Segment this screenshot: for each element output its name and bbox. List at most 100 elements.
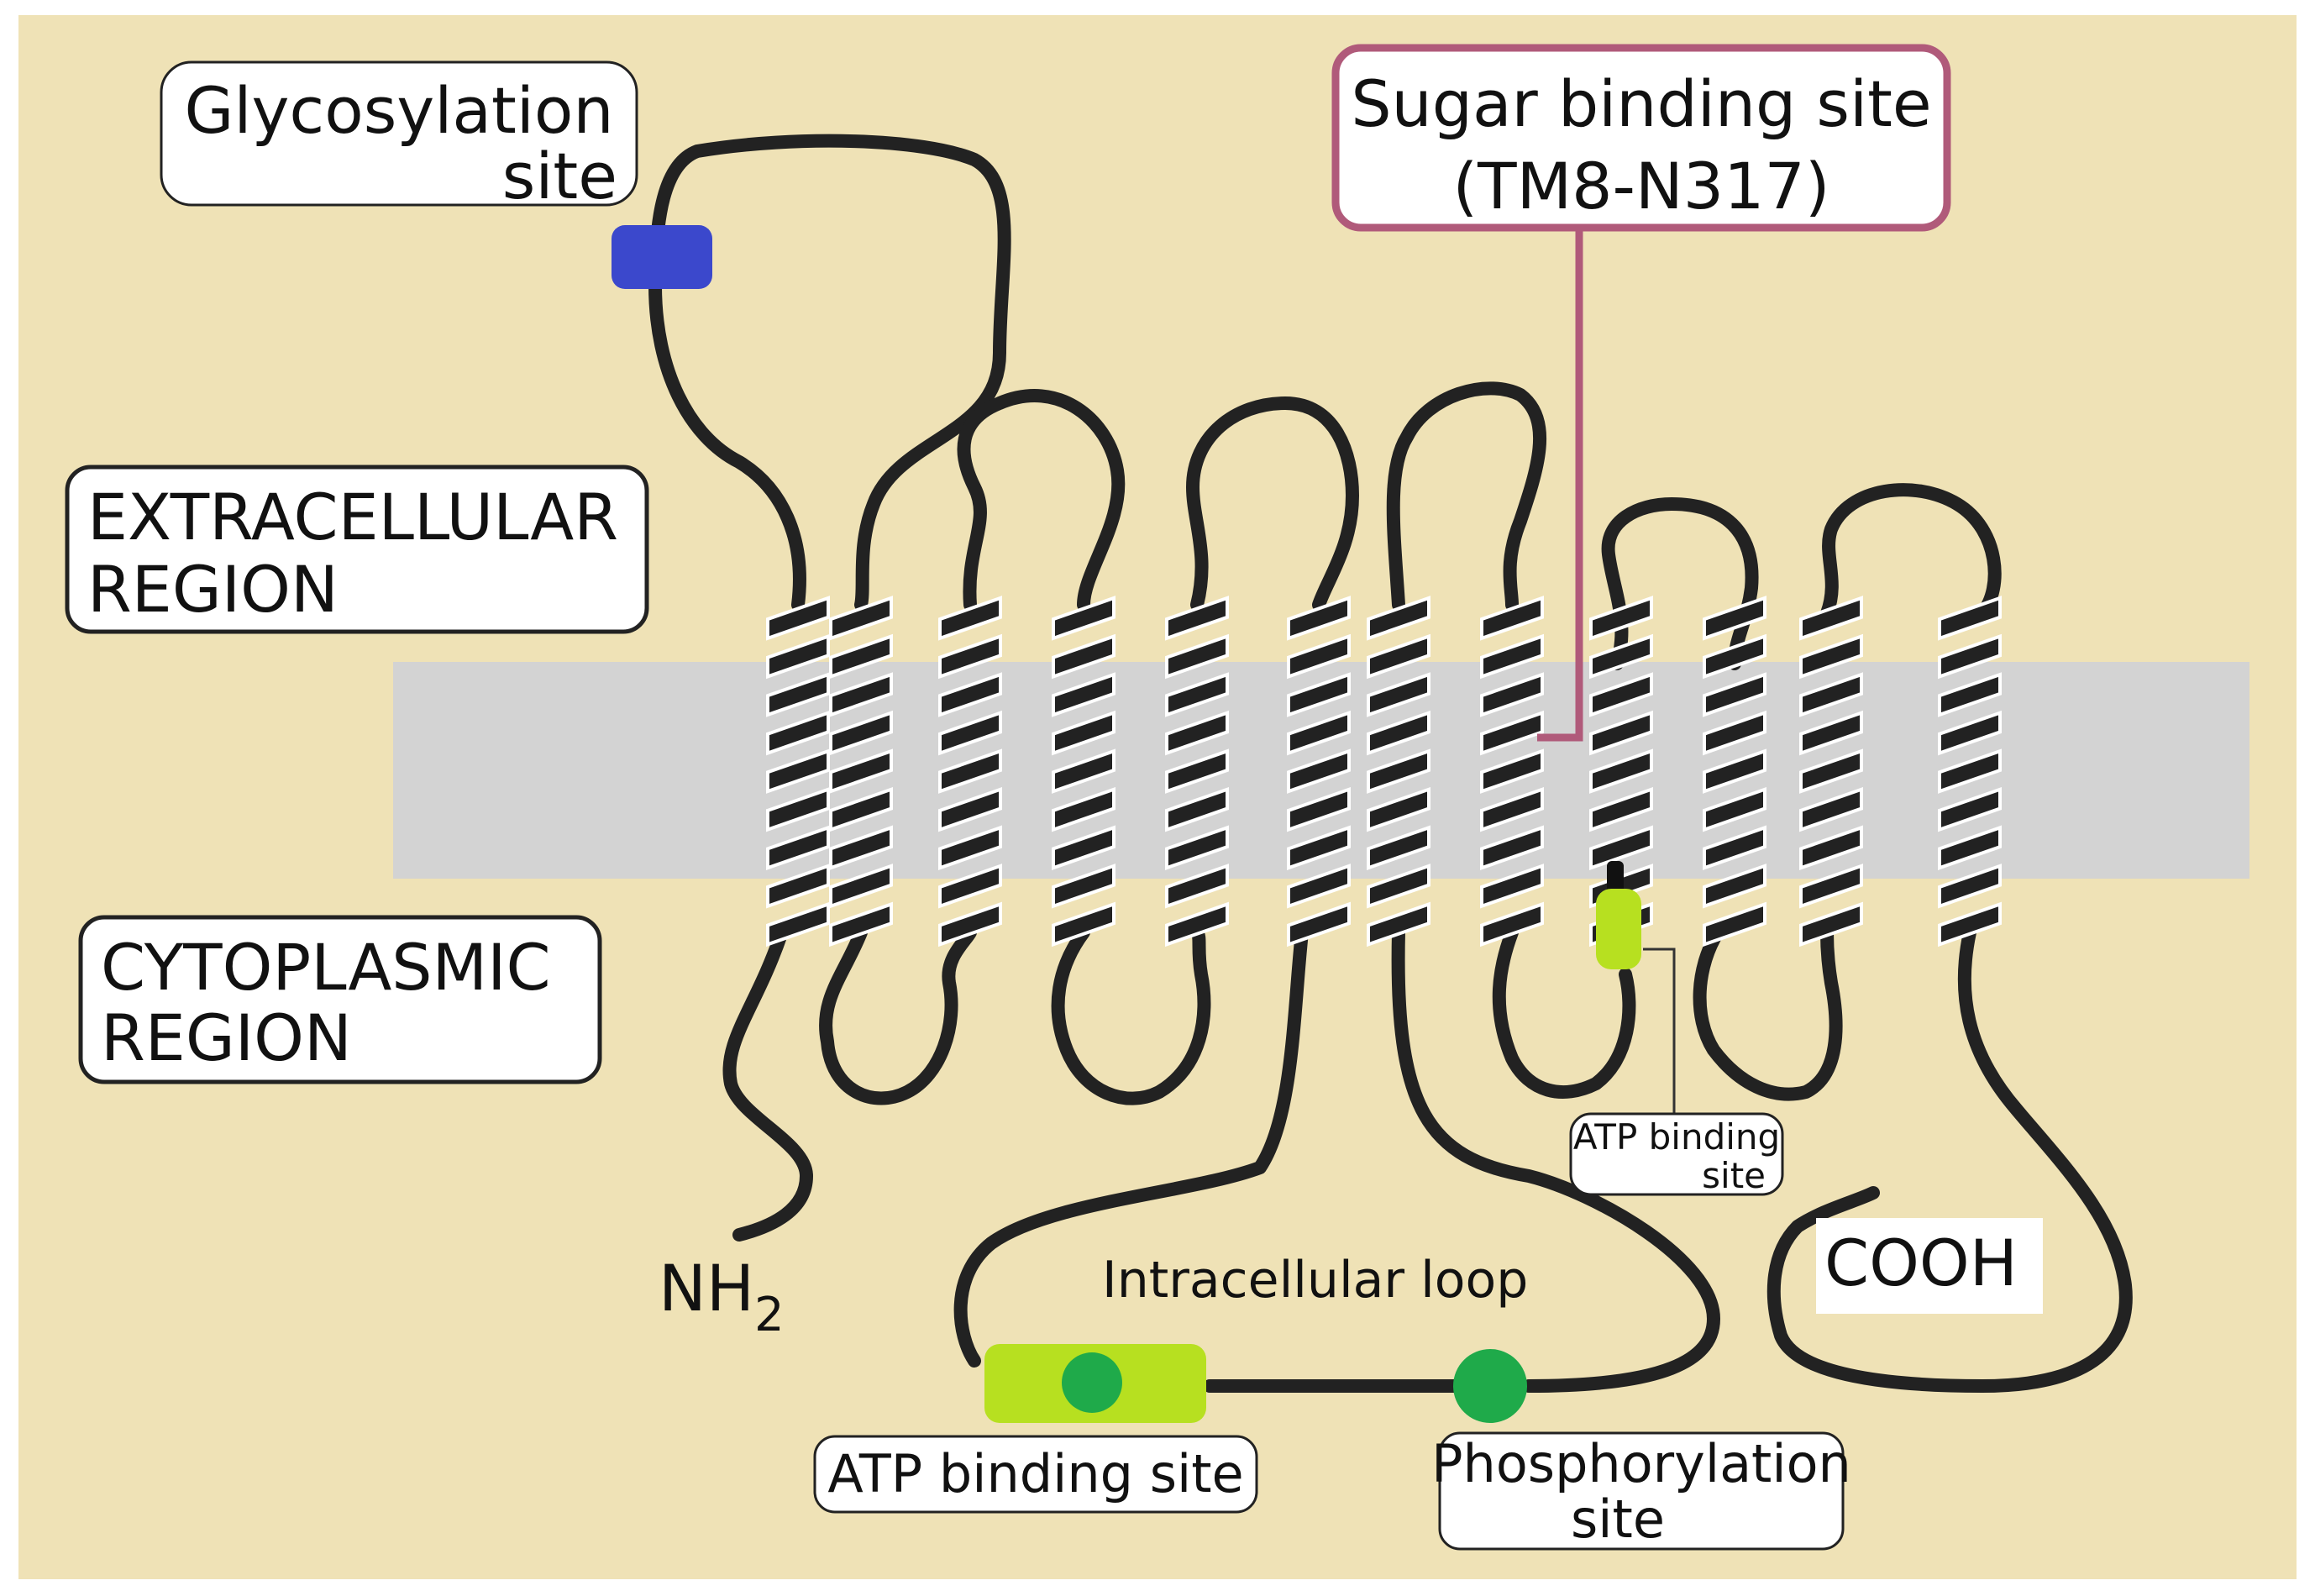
loop-tm2-tm3 [819,926,977,1105]
helix-turn [1367,864,1430,909]
helix-turn [1480,901,1544,948]
helix-turn [1367,825,1430,870]
transmembrane-helix-5 [1165,596,1229,948]
helix-turn [1052,748,1116,794]
atp-small-label-line1: ATP binding [1573,1116,1780,1158]
helix-turn [938,901,1002,948]
helix-turn [1367,710,1430,756]
helix-turn [1367,748,1430,794]
helix-turn [1589,633,1653,680]
helix-turn [1165,633,1229,680]
helix-turn [1287,633,1351,680]
helix-turn [1287,786,1351,832]
helix-turn [829,825,893,870]
helix-turn [766,633,830,680]
helix-turn [1703,786,1766,832]
helix-turn [938,825,1002,870]
helix-turn [1703,710,1766,756]
helix-turn [766,864,830,909]
transmembrane-helix-4 [1052,596,1116,948]
nh2-terminus-label: NH2 [659,1251,785,1342]
helix-turn [1287,596,1351,641]
loop-tm10-tm11 [1693,926,1843,1101]
helix-turn [766,710,830,756]
helix-turn [1938,672,2002,717]
helix-turn [1052,596,1116,641]
helix-turn [1799,825,1863,870]
helix-turn [1052,672,1116,717]
helix-turn [1703,901,1766,948]
helix-turn [829,864,893,909]
helix-turn [1165,786,1229,832]
helix-turn [938,596,1002,641]
helix-turn [1367,786,1430,832]
helix-turn [1589,825,1653,870]
helix-turn [1589,596,1653,641]
helix-turn [1287,672,1351,717]
helix-turn [938,748,1002,794]
helix-turn [1165,710,1229,756]
transmembrane-helix-3 [938,596,1002,948]
loop-tm5-tm6 [1186,396,1359,612]
transmembrane-helix-8 [1480,596,1544,948]
helix-turn [1938,596,2002,641]
helix-turn [1703,748,1766,794]
polypeptide-chain [648,134,2133,1393]
helix-turn [829,672,893,717]
helix-turn [1938,710,2002,756]
helix-turn [1165,825,1229,870]
loop-tm6-tm7-intracellular [953,926,1720,1393]
helix-turn [1703,633,1766,680]
atp-small-label-box [1569,1112,1784,1196]
helix-turn [1367,901,1430,948]
helix-turn [938,633,1002,680]
helix-turn [1589,748,1653,794]
helix-turn [1287,710,1351,756]
helix-turn [1799,901,1863,948]
helix-turn [1703,825,1766,870]
helix-turn [766,672,830,717]
helix-turn [1799,748,1863,794]
helix-turn [1703,596,1766,641]
helix-turn [1367,633,1430,680]
sugar-binding-label-line1: Sugar binding site [1351,66,1931,141]
glycosylation-label-line1: Glycosylation [184,73,613,148]
helix-turn [829,710,893,756]
helix-turn [1287,748,1351,794]
helix-turn [1165,672,1229,717]
atp-marker-loop-dot [1062,1352,1122,1413]
helix-turn [1165,596,1229,641]
helix-turn [1480,786,1544,832]
helix-turn [1703,864,1766,909]
helix-turn [1799,596,1863,641]
helix-turn [1938,864,2002,909]
helix-turn [1938,825,2002,870]
sugar-site-connector [1537,228,1583,742]
helix-turn [829,786,893,832]
extracellular-label-line2: REGION [87,552,339,627]
helix-turn [1938,748,2002,794]
loop-tm8-tm9 [1492,926,1636,1099]
helix-turn [1287,864,1351,909]
helix-turn [1165,901,1229,948]
helix-turn [1589,710,1653,756]
cytoplasmic-label-line2: REGION [101,1000,352,1075]
helix-turn [1589,786,1653,832]
helix-turn [1367,672,1430,717]
phosphorylation-marker [1453,1349,1527,1423]
cooh-label-box [1816,1218,2043,1314]
atp-marker-tm10-black [1607,861,1624,895]
cytoplasmic-label-box [78,915,602,1084]
helix-turn [1480,633,1544,680]
helix-turn [1052,786,1116,832]
helix-turn [1799,864,1863,909]
sugar-binding-label-line2: (TM8-N317) [1453,149,1830,223]
helix-turn [1799,786,1863,832]
helix-turn [766,748,830,794]
helix-turn [1480,710,1544,756]
helix-turn [829,748,893,794]
cooh-terminus-label: COOH [1824,1226,2018,1300]
helix-turn [1165,748,1229,794]
helix-turn [766,825,830,870]
